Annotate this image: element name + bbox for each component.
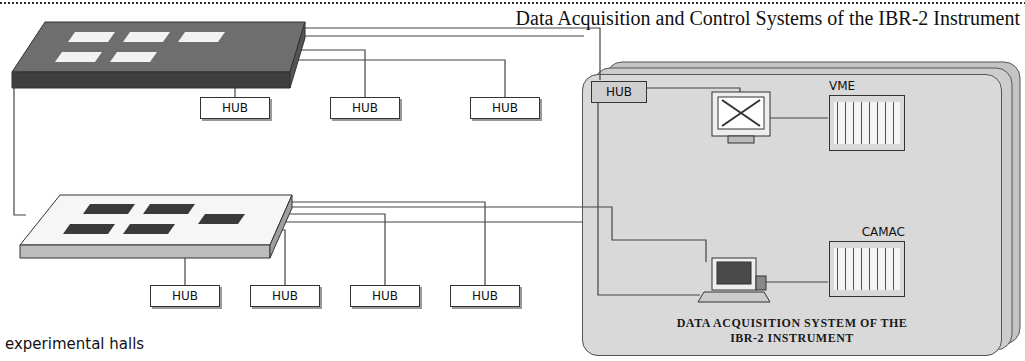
switch-top (12, 22, 305, 72)
area-label: experimental halls (5, 335, 144, 353)
hub-box: HUB (591, 81, 647, 103)
panel-caption: DATA ACQUISITION SYSTEM OF THE IBR-2 INS… (667, 316, 917, 346)
pc-case (756, 276, 766, 290)
switch-slot (123, 32, 170, 42)
monitor-base (728, 136, 754, 143)
x-window-mark (722, 100, 760, 126)
hub-box: HUB (470, 97, 540, 119)
wire (234, 88, 235, 97)
wire (296, 50, 365, 97)
hub-box: HUB (200, 97, 270, 119)
switch-slot (123, 224, 175, 234)
hub-label: HUB (359, 289, 411, 303)
wire (294, 60, 505, 97)
hub-box: HUB (450, 285, 520, 307)
monitor-screen (717, 262, 751, 284)
hub-box: HUB (330, 97, 400, 119)
hub-label: HUB (159, 289, 211, 303)
top-switch (12, 22, 305, 88)
crate-rack: CAMAC (829, 225, 905, 297)
switch-slot (83, 204, 135, 214)
switch-front (12, 72, 290, 88)
crate-label: VME (829, 79, 855, 93)
wire (598, 97, 700, 295)
diagram-title: Data Acquisition and Control Systems of … (516, 7, 1020, 30)
wire (299, 35, 584, 36)
hub-label: HUB (339, 101, 391, 115)
switch-slot (198, 214, 245, 224)
crate-label: CAMAC (862, 225, 905, 239)
system-panel: DATA ACQUISITION SYSTEM OF THE IBR-2 INS… (582, 74, 1002, 356)
panel-layer (582, 74, 1002, 356)
keyboard (698, 292, 770, 302)
crate-body (829, 95, 905, 151)
crate-body (829, 241, 905, 297)
switch-slot (178, 32, 225, 42)
wire (14, 88, 26, 215)
switch-front (20, 245, 270, 258)
switch-slot (68, 32, 115, 42)
wire (646, 88, 740, 92)
wire (762, 281, 828, 282)
wire (287, 202, 485, 285)
switch-slot (55, 52, 102, 62)
switch-slot (143, 204, 195, 214)
hub-box: HUB (350, 285, 420, 307)
switch-slot (110, 52, 157, 62)
hub-box: HUB (250, 285, 320, 307)
wire (285, 207, 706, 262)
hub-box: HUB (150, 285, 220, 307)
pc-icon (698, 258, 770, 302)
hub-label: HUB (209, 101, 261, 115)
dotted-rule (0, 2, 1025, 4)
switch-top (20, 195, 292, 245)
switch-slot (63, 224, 115, 234)
hub-label: HUB (479, 101, 531, 115)
wire (300, 28, 600, 80)
monitor-screen (718, 97, 764, 129)
wire (280, 221, 582, 222)
wire (770, 117, 828, 118)
wire (283, 214, 385, 285)
switch-side (270, 195, 292, 258)
workstation-icon (712, 92, 770, 143)
bottom-switch (20, 195, 292, 258)
monitor-case (712, 258, 756, 290)
switch-side (290, 22, 305, 88)
hub-label: HUB (259, 289, 311, 303)
crate-rack: VME (829, 79, 905, 151)
hub-label: HUB (600, 85, 638, 99)
wire (184, 258, 185, 285)
hub-label: HUB (459, 289, 511, 303)
monitor-case (712, 92, 770, 136)
